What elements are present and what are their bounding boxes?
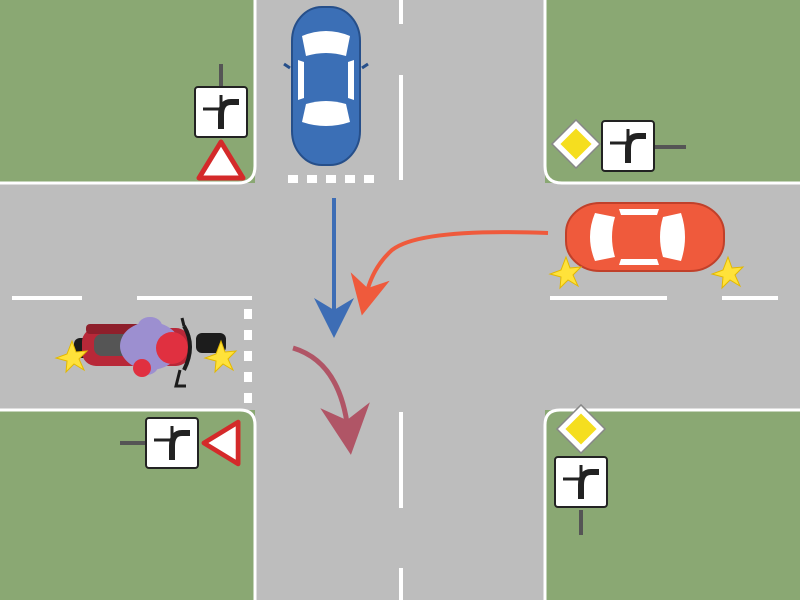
motorcycle-right-turn-arrow [292,345,370,455]
sign-group-nw [195,64,247,178]
trajectory-arrows [292,198,549,455]
motorcycle [74,317,226,388]
rider-arm-top [138,317,162,335]
sign-group-ne [551,120,686,171]
shape-of-priority-road-sign-nw [195,87,247,137]
shape-of-priority-road-sign-sw [146,418,198,468]
blue-car [283,6,369,166]
shape-of-priority-road-sign-ne [602,121,654,171]
red-car-left-turn-arrow [350,230,549,316]
sign-group-sw [120,418,238,468]
sign-group-se [555,404,607,535]
lane-markings [12,0,778,600]
shape-of-priority-road-sign-se [555,457,607,507]
red-car [565,202,725,272]
yield-line-north [288,175,374,183]
yield-line-west [244,309,252,403]
rider-helmet [156,332,188,364]
